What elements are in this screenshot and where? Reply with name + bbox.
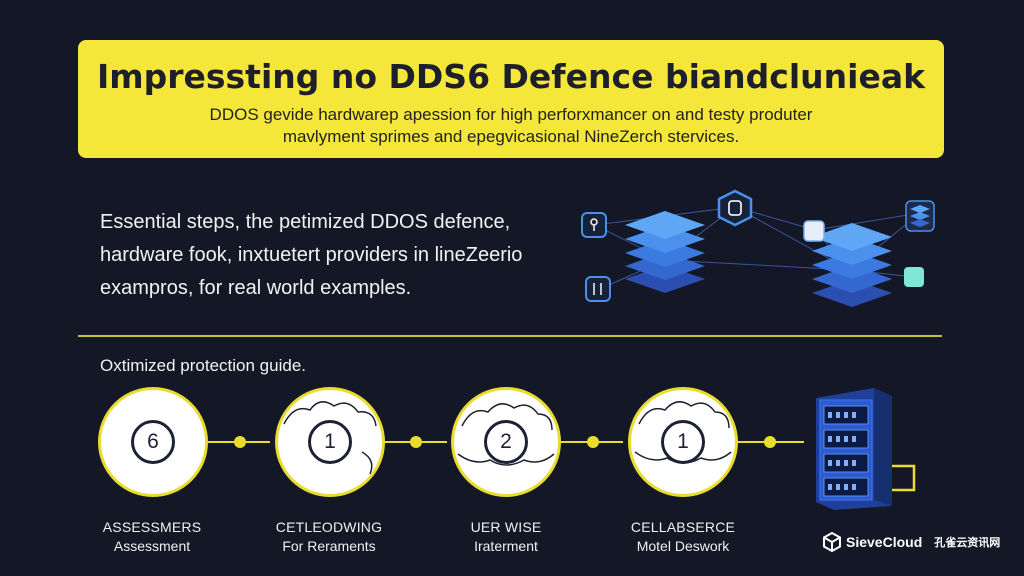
lock-node-icon	[585, 276, 611, 302]
intro-line: hardware fook, inxtuetert providers in l…	[100, 244, 523, 266]
banner-subtitle: DDOS gevide hardwarep apession for high …	[78, 104, 944, 148]
brand-watermark: SieveCloud 孔雀云资讯网	[822, 532, 1000, 552]
banner-subtitle-line: mavlyment sprimes and epegvicasional Nin…	[282, 127, 740, 146]
connector-dot	[234, 436, 246, 448]
intro-line: exampros, for real world examples.	[100, 277, 412, 299]
title-banner: Impressting no DDS6 Defence biandcluniea…	[78, 40, 944, 158]
cloud-icon	[283, 401, 377, 475]
network-illustration	[581, 189, 935, 307]
key-node-icon	[581, 212, 607, 238]
brand-name: SieveCloud	[846, 534, 923, 550]
intro-line: Essential steps, the petimized DDOS defe…	[100, 211, 511, 233]
guide-title: Oxtimized protection guide.	[100, 356, 306, 375]
step-number: 1	[308, 420, 352, 464]
cloud-icon	[457, 403, 555, 466]
page-title: Impressting no DDS6 Defence biandcluniea…	[96, 57, 926, 96]
cyan-node-icon	[904, 267, 924, 287]
connector-dot	[410, 436, 422, 448]
step-circle: 1	[275, 387, 385, 497]
step-number: 1	[661, 420, 705, 464]
connector-dot	[587, 436, 599, 448]
step-label: UER WISE Iraterment	[470, 519, 542, 554]
cube-logo-icon	[823, 532, 841, 552]
step-number: 6	[131, 420, 175, 464]
step-label: CETLEODWING For Reraments	[275, 519, 383, 554]
section-divider	[78, 335, 942, 337]
step-circle: 2	[451, 387, 561, 497]
banner-subtitle-line: DDOS gevide hardwarep apession for high …	[209, 105, 813, 124]
database-node-icon	[905, 200, 935, 232]
cube-node-icon	[803, 220, 825, 242]
step-circle: 6	[98, 387, 208, 497]
connector-dot	[764, 436, 776, 448]
step-label: ASSESSMERS Assessment	[102, 519, 202, 554]
brand-cn: 孔雀云资讯网	[934, 537, 1001, 549]
server-stack-icon	[625, 211, 705, 293]
intro-text: Essential steps, the petimized DDOS defe…	[100, 206, 550, 305]
step-circle: 1	[628, 387, 738, 497]
step-label: CELLABSERCE Motel Deswork	[630, 519, 736, 554]
hexagon-node-icon	[717, 189, 753, 227]
server-rack-icon	[816, 388, 916, 510]
step-number: 2	[484, 420, 528, 464]
server-stack-icon	[812, 223, 892, 307]
